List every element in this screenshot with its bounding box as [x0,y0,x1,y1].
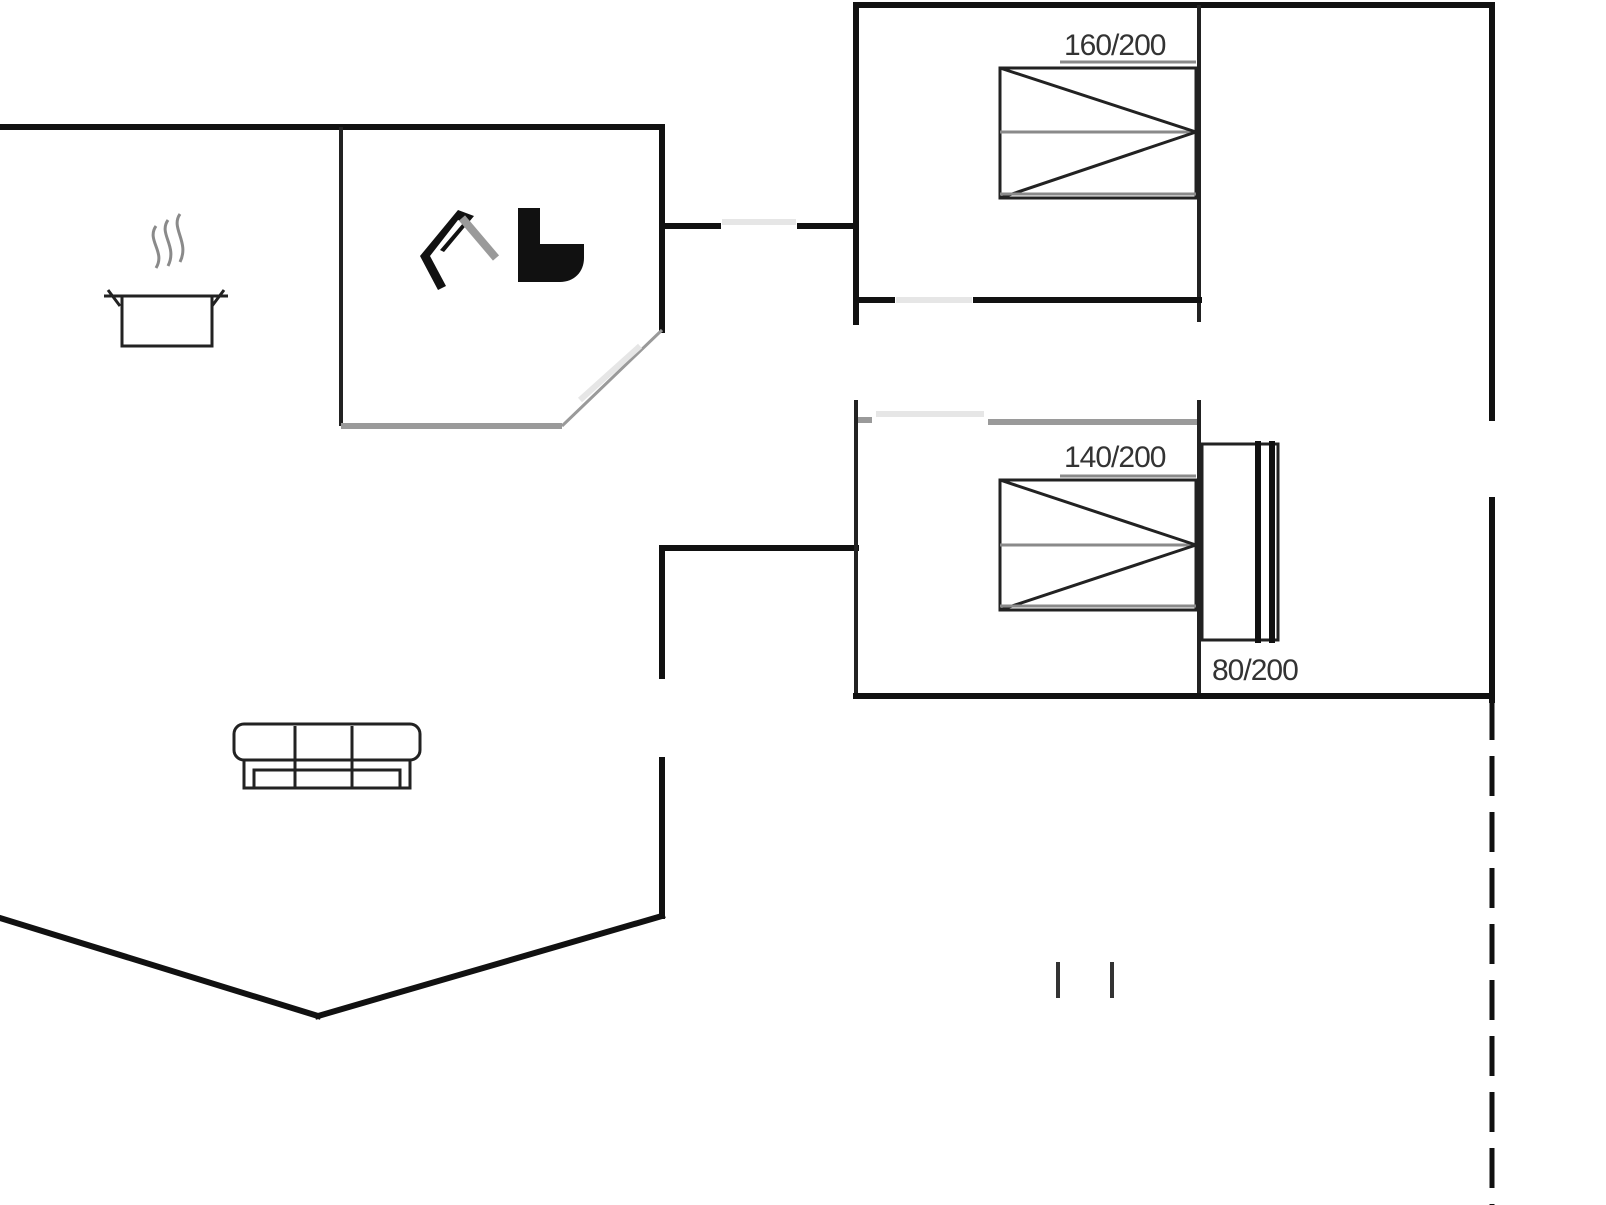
main-walls [0,124,665,429]
bed-upper: 160/200 [998,29,1198,200]
step-marks [1056,962,1114,998]
single-bed: 80/200 [1200,441,1299,687]
bed-size-label-lower: 140/200 [1064,441,1166,474]
bedroom-wing [853,2,1495,1205]
corridor-walls [0,219,859,1020]
cooking-pot-icon [104,213,228,348]
bed-size-label-extra: 80/200 [1212,654,1298,687]
sofa-icon [232,722,422,790]
bed-size-label-upper: 160/200 [1064,29,1166,62]
bed-lower: 140/200 [998,441,1198,612]
shower-toilet-icon [420,208,584,290]
